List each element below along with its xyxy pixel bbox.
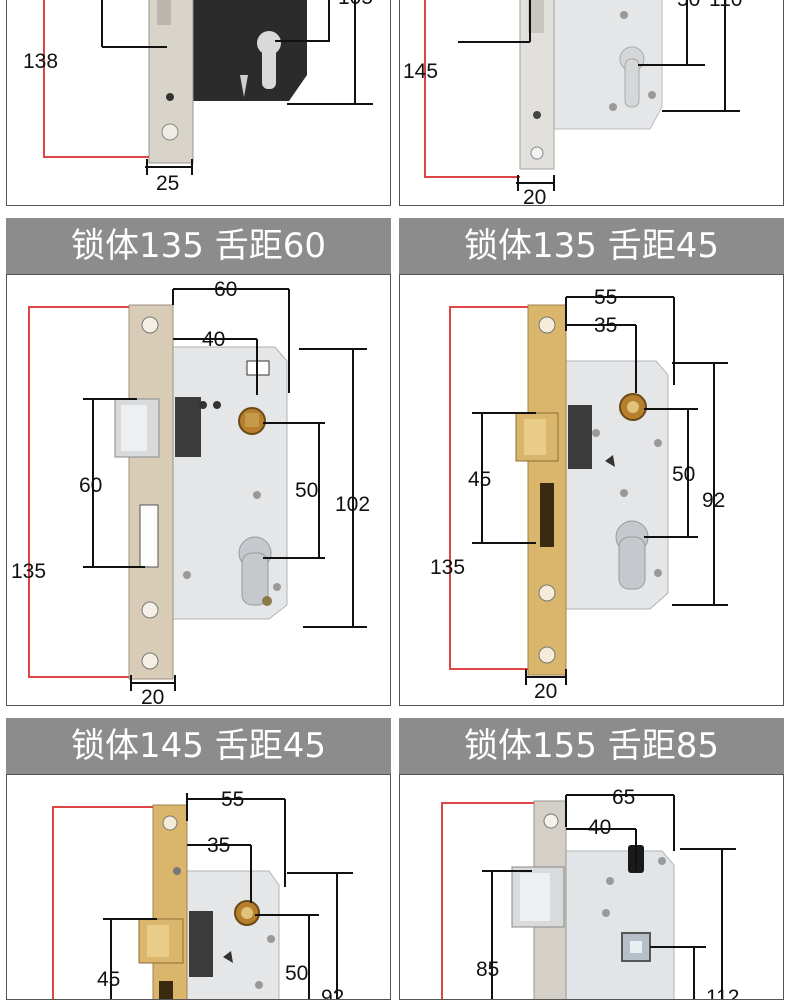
dim-case-height: 92	[702, 489, 726, 512]
dim-body-height: 135	[11, 560, 47, 583]
lock-illustration	[52, 793, 353, 999]
panel-lock-1: 138 25 105	[6, 0, 391, 206]
dim-body-height: 135	[430, 556, 466, 579]
dim-body-height: 138	[23, 50, 59, 73]
dim-case-height: 105	[338, 0, 373, 8]
dim-backset: 40	[588, 816, 612, 839]
lock-illustration	[43, 0, 373, 175]
panel-lock-135-45: 55 35 45 135 50 92 20	[399, 274, 784, 706]
dim-forend-to-cylinder: 60	[214, 278, 238, 301]
dim-backset: 35	[207, 834, 231, 857]
panel-lock-155-85: 65 40 85 112	[399, 774, 784, 1000]
dim-plate-width: 20	[523, 186, 547, 206]
panel-lock-145-45: 55 35 45 50 92	[6, 774, 391, 1000]
dim-hole-spacing: 50	[285, 962, 309, 985]
lock-illustration	[424, 0, 740, 191]
dim-forend-to-cylinder: 65	[612, 786, 636, 809]
dim-forend-to-cylinder: 55	[594, 286, 618, 309]
dim-latch-spacing: 85	[476, 958, 500, 981]
dim-hole-spacing: 50	[672, 463, 696, 486]
dim-hole-spacing: 50	[295, 479, 319, 502]
dim-case-height: 92	[321, 986, 345, 1000]
dim-backset: 40	[202, 328, 226, 351]
dim-plate-width: 25	[156, 172, 180, 195]
dim-plate-width: 20	[141, 686, 165, 706]
banner-lock-135-60: 锁体135 舌距60	[6, 218, 391, 274]
banner-lock-145-45: 锁体145 舌距45	[6, 718, 391, 774]
lock-illustration	[28, 288, 367, 691]
dim-body-height: 145	[403, 60, 439, 83]
dim-case-height: 102	[335, 493, 371, 516]
banner-lock-155-85: 锁体155 舌距85	[399, 718, 784, 774]
banner-lock-135-45: 锁体135 舌距45	[399, 218, 784, 274]
dim-latch-spacing: 45	[97, 968, 121, 991]
dim-latch-spacing: 45	[468, 468, 492, 491]
dim-forend-to-cylinder: 55	[221, 788, 245, 811]
dim-case-height: 112	[706, 986, 740, 1000]
panel-lock-135-60: 60 40 60 135 50 102 20	[6, 274, 391, 706]
dim-latch-spacing: 60	[79, 474, 103, 497]
dim-plate-width: 20	[534, 680, 558, 703]
lock-illustration	[449, 296, 728, 685]
panel-lock-2: 145 20 50 110	[399, 0, 784, 206]
lock-illustration	[441, 794, 736, 999]
dim-case-height: 110	[709, 0, 742, 10]
dim-backset: 35	[594, 314, 618, 337]
dim-hole-spacing: 50	[677, 0, 700, 10]
